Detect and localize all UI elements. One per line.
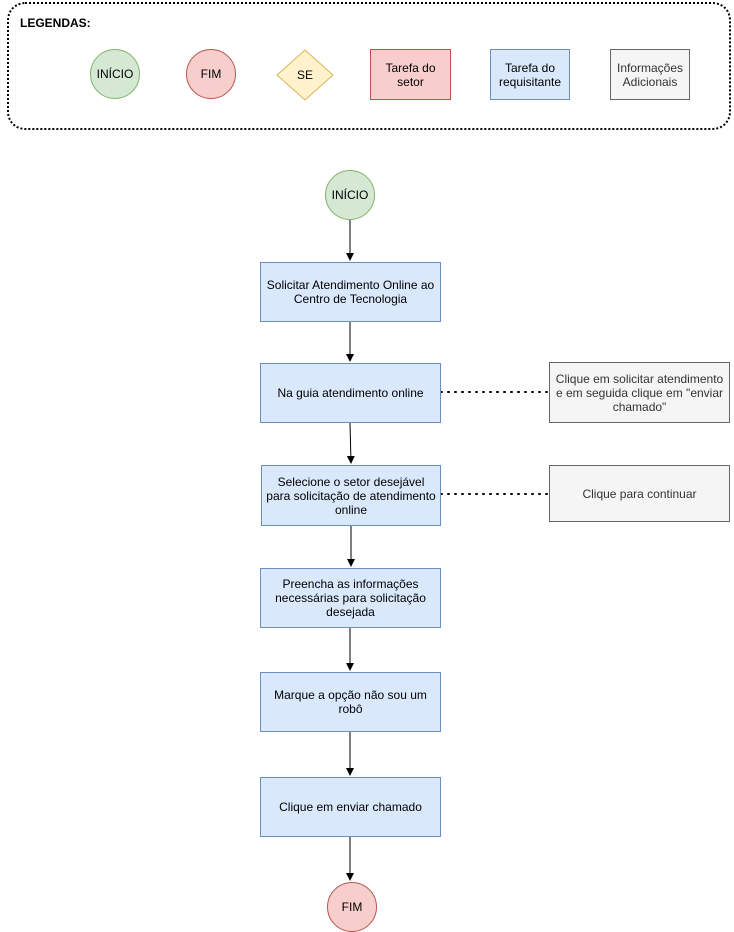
flow-step-4-label: Preencha as informações necessárias para… bbox=[275, 577, 426, 619]
flow-step-2-label: Na guia atendimento online bbox=[277, 386, 424, 400]
flow-step-1-label: Solicitar Atendimento Online ao Centro d… bbox=[266, 278, 435, 306]
legend-decision-shape bbox=[276, 49, 334, 101]
flow-end-node: FIM bbox=[327, 882, 377, 932]
legend-sector-task-box: Tarefa do setor bbox=[370, 49, 451, 100]
legend-end-label: FIM bbox=[200, 67, 222, 81]
legend-sector-task-label: Tarefa do setor bbox=[385, 60, 436, 89]
flow-note-1: Clique em solicitar atendimento e em seg… bbox=[549, 362, 730, 423]
flow-step-3: Selecione o setor desejável para solicit… bbox=[261, 465, 441, 526]
flow-start-node: INÍCIO bbox=[325, 170, 375, 220]
legend-start-label: INÍCIO bbox=[96, 67, 134, 81]
flow-step-5: Marque a opção não sou um robô bbox=[260, 672, 441, 732]
flow-note-2: Clique para continuar bbox=[549, 465, 730, 522]
flow-step-3-label: Selecione o setor desejável para solicit… bbox=[266, 474, 436, 517]
flow-step-1: Solicitar Atendimento Online ao Centro d… bbox=[260, 262, 441, 322]
flow-step-4: Preencha as informações necessárias para… bbox=[260, 568, 441, 628]
legend-info-label: Informações Adicionais bbox=[616, 60, 684, 89]
legend-container bbox=[7, 2, 731, 130]
legend-title: LEGENDAS: bbox=[20, 16, 91, 30]
legend-requester-task-label: Tarefa do requisitante bbox=[498, 60, 562, 89]
legend-requester-task-box: Tarefa do requisitante bbox=[490, 49, 570, 100]
legend-info-box: Informações Adicionais bbox=[610, 49, 690, 100]
flow-step-5-label: Marque a opção não sou um robô bbox=[274, 688, 427, 716]
flow-end-label: FIM bbox=[341, 900, 363, 914]
legend-decision-label: SE bbox=[296, 68, 313, 82]
arrow-step2-to-step3 bbox=[346, 422, 355, 464]
legend-start-shape: INÍCIO bbox=[90, 49, 140, 99]
flow-step-2: Na guia atendimento online bbox=[260, 363, 441, 423]
flow-note-2-label: Clique para continuar bbox=[582, 486, 697, 501]
flow-start-label: INÍCIO bbox=[331, 188, 369, 202]
flow-step-6-label: Clique em enviar chamado bbox=[279, 800, 422, 814]
legend-decision-label-wrap: SE bbox=[276, 49, 334, 101]
flow-note-1-label: Clique em solicitar atendimento e em seg… bbox=[555, 371, 724, 414]
flow-step-6: Clique em enviar chamado bbox=[260, 777, 441, 837]
legend-end-shape: FIM bbox=[186, 49, 236, 99]
